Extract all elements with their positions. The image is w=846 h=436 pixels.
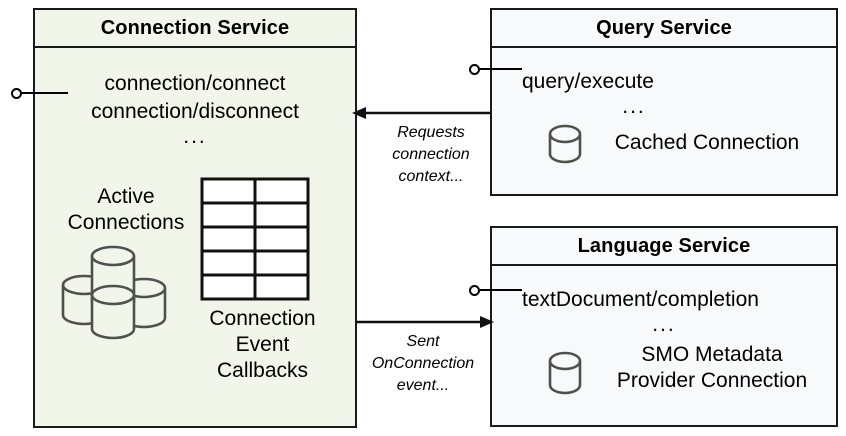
language-service-endpoints: textDocument/completion — [492, 286, 836, 314]
active-connections-label-line-1: Active — [97, 185, 155, 208]
connection-service-body: connection/connect connection/disconnect… — [35, 48, 355, 426]
requests-label-line-1: Requests — [397, 124, 465, 141]
endpoint-connection-disconnect[interactable]: connection/disconnect — [91, 100, 299, 123]
sent-label-line-2: OnConnection — [371, 355, 475, 372]
endpoint-textdocument-completion[interactable]: textDocument/completion — [522, 288, 759, 311]
sent-label-line-1: Sent — [406, 333, 440, 350]
lollipop-circle-icon — [469, 285, 480, 296]
component-connection-service[interactable]: Connection Service connection/connect co… — [33, 8, 357, 428]
cached-connection-label-line-1: Cached Connection — [614, 131, 800, 154]
connection-service-title: Connection Service — [35, 10, 355, 48]
lollipop-circle-icon — [469, 64, 480, 75]
component-language-service[interactable]: Language Service textDocument/completion… — [490, 226, 838, 427]
language-service-body: textDocument/completion ... SMO Metadata… — [492, 266, 836, 425]
arrow-connection-to-language — [356, 316, 494, 328]
callbacks-label-line-2: Event — [235, 333, 290, 356]
smo-label-line-1: SMO Metadata — [641, 343, 783, 366]
requests-label-line-3: context... — [398, 168, 464, 185]
endpoint-connection-connect[interactable]: connection/connect — [104, 72, 286, 95]
query-service-endpoints: query/execute — [492, 68, 836, 96]
database-cylinder-icon — [548, 124, 582, 164]
callbacks-label-line-3: Callbacks — [216, 359, 309, 382]
endpoint-query-execute[interactable]: query/execute — [522, 70, 654, 93]
lollipop-stem-icon — [22, 92, 68, 94]
language-service-ellipsis: ... — [652, 313, 676, 336]
arrow-label-requests-connection-context: Requests connection context... — [356, 122, 506, 188]
connection-service-ellipsis: ... — [183, 125, 207, 148]
multi-database-cylinders-icon — [61, 245, 167, 340]
callbacks-label-line-1: Connection — [209, 307, 316, 330]
smo-metadata-provider-connection-label: SMO Metadata Provider Connection — [592, 342, 832, 394]
lollipop-stem-icon — [480, 68, 522, 70]
smo-label-line-2: Provider Connection — [616, 369, 808, 392]
query-service-body: query/execute ... Cached Connection — [492, 48, 836, 194]
query-service-ellipsis: ... — [622, 95, 646, 118]
arrow-label-sent-onconnection-event: Sent OnConnection event... — [348, 331, 498, 397]
active-connections-label: Active Connections — [41, 184, 211, 236]
component-query-service[interactable]: Query Service query/execute ... Cached C… — [490, 8, 838, 196]
lollipop-stem-icon — [480, 289, 522, 291]
grid-table-icon — [200, 177, 310, 301]
cached-connection-label: Cached Connection — [592, 130, 822, 156]
language-service-title: Language Service — [492, 228, 836, 266]
sent-label-line-3: event... — [396, 377, 450, 394]
connection-service-endpoints: connection/connect connection/disconnect… — [35, 70, 355, 148]
requests-label-line-2: connection — [392, 146, 470, 163]
query-service-title: Query Service — [492, 10, 836, 48]
arrow-query-to-connection — [352, 107, 490, 119]
active-connections-label-line-2: Connections — [67, 211, 185, 234]
database-cylinder-icon — [548, 351, 582, 395]
connection-event-callbacks-label: Connection Event Callbacks — [175, 306, 350, 384]
lollipop-circle-icon — [11, 88, 22, 99]
